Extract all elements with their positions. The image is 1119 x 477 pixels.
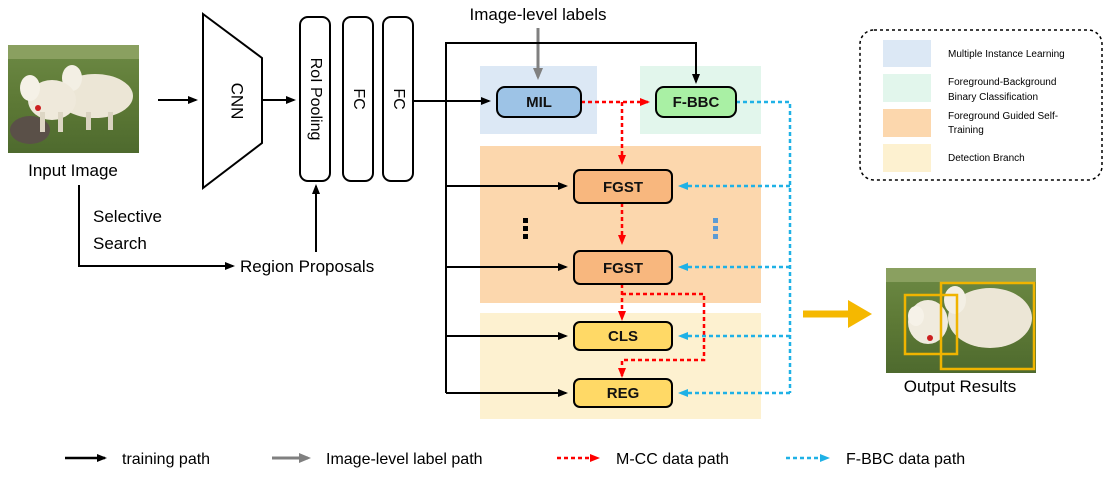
legend-label-mil: Multiple Instance Learning (948, 49, 1065, 60)
legend-image-label-label: Image-level label path (326, 451, 483, 468)
cnn-label: CNN (228, 83, 247, 120)
fbbc-node-label: F-BBC (673, 94, 720, 111)
fgst-node-2-label: FGST (603, 260, 643, 277)
output-image (886, 268, 1036, 373)
image-level-labels-title: Image-level labels (469, 5, 606, 24)
fc-block-1 (342, 16, 374, 182)
fgst-ellipsis-black (523, 218, 528, 239)
legend-mcc-label: M-CC data path (616, 451, 729, 468)
cnn-block (202, 12, 263, 191)
legend-label-fbbc-1: Foreground-Background (948, 77, 1056, 88)
cls-node-label: CLS (608, 328, 638, 345)
fgst-node-1-label: FGST (603, 179, 643, 196)
selective-search-label-1: Selective (93, 207, 162, 226)
mil-node-label: MIL (526, 94, 552, 111)
reg-node (573, 378, 673, 408)
output-image-caption: Output Results (904, 377, 1016, 396)
selective-search-label-2: Search (93, 234, 147, 253)
roi-pooling-block (299, 16, 331, 182)
legend-fbbc-label: F-BBC data path (846, 451, 965, 468)
mcc-fgst2-to-reg (618, 292, 706, 378)
legend-swatch-fbbc (883, 74, 931, 102)
reg-node-label: REG (607, 385, 640, 402)
fc-label-1: FC (350, 88, 367, 109)
selective-search-arrow (78, 185, 235, 270)
input-image (8, 45, 139, 153)
legend-swatch-mil (883, 40, 931, 67)
legend-training-label: training path (122, 451, 210, 468)
fgst-ellipsis-blue (713, 218, 718, 239)
trunk-to-fbbc-arrow (445, 42, 700, 101)
fbbc-trunk (736, 100, 792, 393)
fbbc-node (655, 86, 737, 118)
legend-label-fgst-1: Foreground Guided Self- (948, 111, 1058, 122)
cls-node (573, 321, 673, 351)
region-legend-box (859, 29, 1103, 181)
output-arrow-head (848, 300, 872, 328)
input-image-caption: Input Image (28, 161, 118, 180)
legend-label-detection: Detection Branch (948, 153, 1025, 164)
fgst-node-2 (573, 250, 673, 285)
roi-pooling-label: RoI Pooling (307, 58, 324, 141)
fgst-node-1 (573, 169, 673, 204)
region-proposals-label: Region Proposals (240, 257, 374, 276)
legend-label-fbbc-2: Binary Classification (948, 92, 1038, 103)
legend-swatch-detection (883, 144, 931, 172)
legend-label-fgst-2: Training (948, 125, 984, 136)
fc-block-2 (382, 16, 414, 182)
fc-label-2: FC (390, 88, 407, 109)
legend-swatch-fgst (883, 109, 931, 137)
mil-node (496, 86, 582, 118)
